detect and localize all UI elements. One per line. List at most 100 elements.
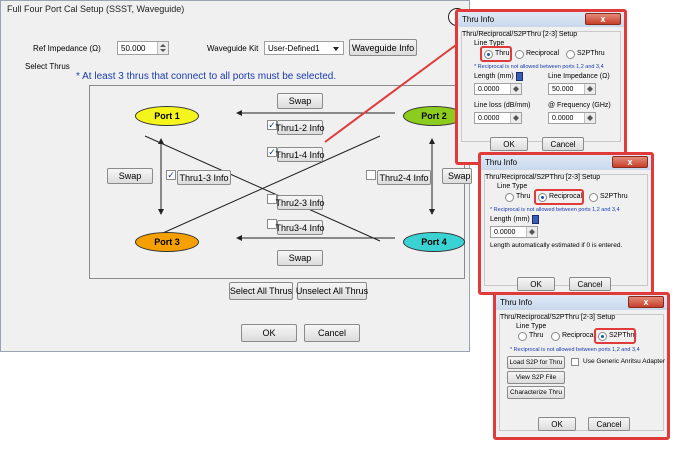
swap-button-1-3[interactable]: Swap bbox=[107, 168, 153, 184]
dialog-ok-button[interactable]: OK bbox=[538, 417, 576, 431]
line-impedance-label: Line Impedance (Ω) bbox=[548, 73, 610, 80]
view-s2p-button[interactable]: View S2P File bbox=[507, 371, 565, 384]
spin-icon[interactable] bbox=[510, 113, 521, 123]
dialog-cancel-button[interactable]: Cancel bbox=[588, 417, 630, 431]
dialog-ok-button[interactable]: OK bbox=[517, 277, 555, 291]
radio-reciprocal-label: Reciprocal bbox=[562, 332, 596, 339]
setup-group bbox=[461, 31, 621, 142]
radio-thru-label: Thru bbox=[495, 50, 510, 57]
thru-2-3-checkbox[interactable] bbox=[267, 194, 277, 204]
ref-impedance-label: Ref Impedance (Ω) bbox=[33, 44, 101, 53]
spin-icon[interactable] bbox=[526, 227, 537, 237]
frequency-value: 0.0000 bbox=[552, 114, 574, 122]
spin-icon[interactable] bbox=[157, 42, 168, 54]
frequency-input[interactable]: 0.0000 bbox=[548, 112, 596, 124]
thru-3-4-checkbox[interactable] bbox=[267, 219, 277, 229]
line-loss-value: 0.0000 bbox=[478, 114, 500, 122]
length-value: 0.0000 bbox=[494, 228, 516, 236]
port-4: Port 4 bbox=[403, 232, 465, 252]
connection-lines bbox=[144, 110, 435, 242]
dialog-title: Thru Info bbox=[481, 155, 651, 170]
close-icon[interactable]: x bbox=[612, 156, 648, 168]
chevron-down-icon bbox=[333, 47, 339, 51]
dialog-cancel-button[interactable]: Cancel bbox=[542, 137, 584, 151]
port-3: Port 3 bbox=[135, 232, 199, 252]
radio-s2pthru[interactable] bbox=[589, 193, 598, 202]
use-generic-adapter-checkbox[interactable] bbox=[571, 358, 579, 366]
radio-reciprocal-label: Reciprocal bbox=[549, 193, 583, 200]
selected-highlight bbox=[594, 328, 636, 344]
dialog-title: Thru Info bbox=[496, 295, 667, 310]
dialog-title: Thru Info bbox=[458, 12, 624, 27]
length-value: 0.0000 bbox=[478, 85, 500, 93]
radio-reciprocal[interactable] bbox=[538, 193, 547, 202]
radio-thru[interactable] bbox=[505, 193, 514, 202]
thru-3-4-info-button[interactable]: Thru3-4 Info bbox=[275, 220, 325, 235]
line-type-label: Line Type bbox=[474, 40, 505, 47]
window-title: Full Four Port Cal Setup (SSST, Waveguid… bbox=[7, 4, 185, 14]
thru-1-3-checkbox[interactable]: ✓ bbox=[166, 170, 176, 180]
thru-1-3-info-button[interactable]: Thru1-3 Info bbox=[177, 170, 231, 185]
selected-highlight bbox=[480, 46, 512, 62]
cancel-button[interactable]: Cancel bbox=[304, 324, 360, 342]
radio-reciprocal[interactable] bbox=[515, 50, 524, 59]
waveguide-kit-value: User-Defined1 bbox=[268, 43, 320, 53]
setup-group bbox=[499, 314, 664, 431]
thru-info-dialog-thru: Thru Info x Thru/Reciprocal/S2PThru [2-3… bbox=[455, 9, 627, 165]
spin-icon[interactable] bbox=[510, 84, 521, 94]
characterize-thru-button[interactable]: Characterize Thru bbox=[507, 386, 565, 399]
line-loss-label: Line loss (dB/mm) bbox=[474, 102, 531, 109]
spin-icon[interactable] bbox=[584, 84, 595, 94]
close-icon[interactable]: x bbox=[585, 13, 621, 25]
swap-button-1-2[interactable]: Swap bbox=[277, 93, 323, 109]
dialog-cancel-button[interactable]: Cancel bbox=[569, 277, 611, 291]
ref-impedance-value: 50.000 bbox=[121, 43, 146, 53]
thru-info-dialog-s2pthru: Thru Info x Thru/Reciprocal/S2PThru [2-3… bbox=[493, 292, 670, 440]
reciprocal-note: * Reciprocal is not allowed between port… bbox=[510, 347, 640, 353]
close-icon[interactable]: x bbox=[628, 296, 664, 308]
calculator-icon[interactable] bbox=[516, 72, 523, 81]
thru-1-4-checkbox[interactable]: ✓ bbox=[267, 147, 277, 157]
radio-s2pthru[interactable] bbox=[598, 332, 607, 341]
thru-1-2-checkbox[interactable]: ✓ bbox=[267, 120, 277, 130]
spin-icon[interactable] bbox=[584, 113, 595, 123]
thrus-note: * At least 3 thrus that connect to all p… bbox=[76, 71, 337, 82]
radio-thru[interactable] bbox=[518, 332, 527, 341]
line-loss-input[interactable]: 0.0000 bbox=[474, 112, 522, 124]
radio-s2pthru[interactable] bbox=[566, 50, 575, 59]
thru-2-4-checkbox[interactable] bbox=[366, 170, 376, 180]
waveguide-kit-select[interactable]: User-Defined1 bbox=[264, 41, 344, 55]
thru-2-3-info-button[interactable]: Thru2-3 Info bbox=[275, 195, 325, 210]
thru-1-2-info-button[interactable]: Thru1-2 Info bbox=[275, 120, 325, 135]
length-label: Length (mm) bbox=[474, 73, 514, 80]
line-impedance-input[interactable]: 50.000 bbox=[548, 83, 596, 95]
group-title: Thru/Reciprocal/S2PThru [2-3] Setup bbox=[500, 314, 616, 321]
swap-button-3-4[interactable]: Swap bbox=[277, 250, 323, 266]
setup-group bbox=[484, 174, 648, 286]
radio-reciprocal[interactable] bbox=[551, 332, 560, 341]
use-generic-adapter-label: Use Generic Anritsu Adapter bbox=[583, 358, 666, 365]
unselect-all-thrus-button[interactable]: Unselect All Thrus bbox=[296, 282, 368, 300]
radio-reciprocal-label: Reciprocal bbox=[526, 50, 560, 57]
group-title: Thru/Reciprocal/S2PThru [2-3] Setup bbox=[485, 174, 601, 181]
calculator-icon[interactable] bbox=[532, 215, 539, 224]
swap-button-2-4[interactable]: Swap bbox=[442, 168, 472, 184]
waveguide-kit-label: Waveguide Kit bbox=[207, 44, 259, 53]
ok-button[interactable]: OK bbox=[241, 324, 297, 342]
radio-s2pthru-label: S2PThru bbox=[609, 332, 637, 339]
thru-info-dialog-reciprocal: Thru Info x Thru/Reciprocal/S2PThru [2-3… bbox=[478, 152, 654, 295]
select-all-thrus-button[interactable]: Select All Thrus bbox=[229, 282, 293, 300]
radio-s2pthru-label: S2PThru bbox=[577, 50, 605, 57]
load-s2p-button[interactable]: Load S2P for Thru bbox=[507, 356, 565, 369]
radio-thru[interactable] bbox=[484, 50, 493, 59]
dialog-ok-button[interactable]: OK bbox=[490, 137, 528, 151]
thru-1-4-info-button[interactable]: Thru1-4 Info bbox=[275, 147, 325, 162]
length-input[interactable]: 0.0000 bbox=[490, 226, 538, 238]
length-input[interactable]: 0.0000 bbox=[474, 83, 522, 95]
selected-highlight bbox=[534, 189, 584, 205]
ref-impedance-input[interactable]: 50.000 bbox=[117, 41, 169, 55]
line-type-label: Line Type bbox=[497, 183, 528, 190]
port-1: Port 1 bbox=[135, 106, 199, 126]
waveguide-info-button[interactable]: Waveguide Info bbox=[349, 39, 417, 56]
thru-2-4-info-button[interactable]: Thru2-4 Info bbox=[377, 170, 431, 185]
